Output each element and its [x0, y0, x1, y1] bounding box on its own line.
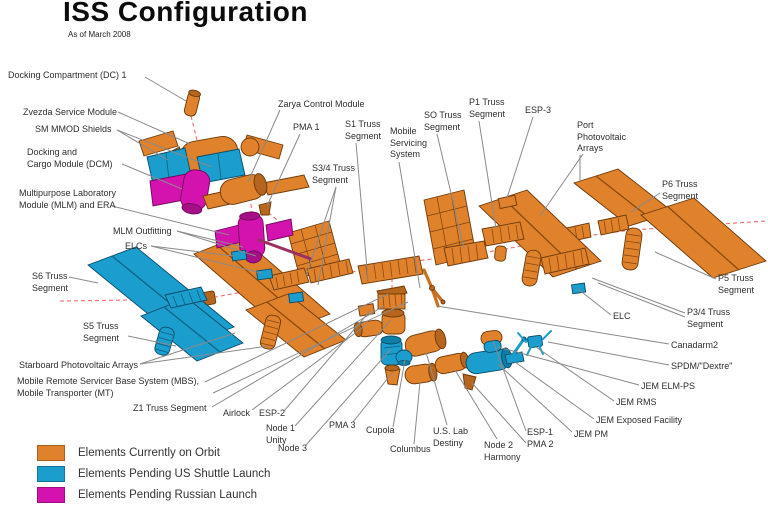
p34-truss-box — [540, 247, 590, 275]
leader-esp-2 — [283, 310, 371, 412]
leader-zarya-control-module — [247, 109, 281, 183]
leader-columbus — [413, 381, 421, 445]
leader-mlm-era — [111, 205, 230, 236]
airlock-module — [353, 319, 384, 338]
leader-node-1-unity — [294, 319, 392, 427]
starboard-radiator-column — [259, 314, 282, 350]
leader-p1-truss — [478, 120, 497, 230]
zarya-body — [219, 173, 268, 205]
node2-harmony-module — [434, 351, 470, 375]
dcm-module — [149, 169, 211, 215]
starboard-truss-box — [268, 267, 310, 291]
leader-starboard-pv-arrays — [139, 332, 236, 365]
leader-jem-rms — [535, 346, 615, 402]
leader-elcs-1 — [150, 245, 262, 274]
leader-airlock — [251, 324, 367, 411]
legend-swatch-on-orbit — [37, 445, 65, 461]
leader-mobile-servicing-system — [398, 161, 421, 289]
leader-us-lab-destiny — [425, 351, 448, 426]
legend-item-us-shuttle: Elements Pending US Shuttle Launch — [37, 466, 270, 482]
leader-lines — [68, 76, 717, 446]
s6-truss-box — [164, 286, 208, 309]
leader-s34-truss-1 — [317, 186, 337, 286]
jem-elm-ps-module — [483, 339, 502, 353]
leader-s34-truss — [305, 186, 337, 277]
pma3-cone — [384, 364, 401, 386]
legend-label-us-shuttle: Elements Pending US Shuttle Launch — [78, 468, 271, 480]
p1-truss-box — [481, 221, 525, 262]
leader-p6-truss — [630, 192, 661, 213]
leader-p34-truss — [591, 277, 686, 314]
leader-elcs — [150, 245, 235, 257]
elc-carriers — [231, 249, 587, 304]
p6-radiator-column — [621, 227, 643, 271]
era-arm — [257, 238, 313, 261]
leader-elc — [577, 288, 612, 316]
leader-docking-compartment-dc1 — [144, 76, 187, 102]
esp3-platform — [497, 194, 518, 210]
z1-truss-box — [376, 285, 408, 310]
leader-esp-1 — [492, 340, 527, 432]
leader-sm-mmod-shields — [116, 129, 169, 161]
spdm-dextre-robot — [517, 330, 552, 356]
jem-exposed-facility-platform — [504, 351, 525, 365]
leader-mbs-mt — [204, 293, 389, 383]
p6-truss-box — [597, 214, 630, 236]
leader-jem-pm — [497, 363, 573, 433]
leader-p34-truss-1 — [597, 282, 686, 318]
columbus-module — [404, 362, 438, 385]
node1-unity-module — [381, 308, 406, 335]
s0-truss-box — [443, 240, 489, 267]
leader-port-pv-arrays — [539, 153, 584, 217]
subtitle: As of March 2008 — [68, 30, 131, 39]
leader-z1-truss — [211, 305, 385, 408]
leader-starboard-pv-arrays-1 — [139, 345, 269, 365]
legend-item-on-orbit: Elements Currently on Orbit — [37, 445, 270, 461]
s34-truss-box — [306, 258, 354, 284]
dc1-module — [183, 89, 201, 117]
s5-truss-column — [154, 326, 175, 356]
destiny-lab-module — [404, 328, 447, 357]
leader-esp-3 — [506, 116, 534, 199]
esp2-platform — [357, 303, 376, 317]
legend: Elements Currently on Orbit Elements Pen… — [37, 445, 270, 508]
canadarm2-mss-crane — [422, 268, 446, 308]
leader-node-3 — [305, 348, 392, 446]
page-title: ISS Configuration — [63, 0, 308, 27]
leader-canadarm2 — [436, 305, 670, 345]
leader-so-truss — [436, 133, 465, 249]
leader-mlm-outfitting-1 — [176, 230, 257, 257]
leader-s5-truss — [127, 335, 177, 347]
leader-jem-elm-ps — [497, 346, 640, 386]
leader-s1-truss — [355, 142, 369, 281]
s1-truss-box — [357, 255, 424, 285]
pma1-cone — [258, 201, 272, 216]
leader-node-2-harmony — [454, 369, 498, 440]
leader-pma-2 — [471, 382, 527, 444]
p34-radiator-column — [521, 249, 542, 287]
leader-s6-truss — [68, 276, 99, 284]
leader-jem-exposed-facility — [514, 361, 595, 420]
leader-mlm-outfitting — [176, 230, 244, 248]
p6-port-array-lower — [640, 197, 767, 279]
leader-pma-1 — [266, 133, 301, 207]
legend-label-russian: Elements Pending Russian Launch — [78, 489, 258, 501]
leader-sm-mmod-shields-1 — [116, 129, 213, 168]
pma2-cone — [462, 373, 477, 391]
leader-pma-3 — [352, 372, 393, 423]
legend-label-on-orbit: Elements Currently on Orbit — [78, 447, 220, 459]
legend-swatch-us-shuttle — [37, 466, 65, 482]
leader-mbs-mt-1 — [212, 301, 409, 394]
leader-dcm — [121, 163, 183, 190]
leader-cupola — [392, 359, 406, 428]
leader-p5-truss — [654, 251, 717, 280]
legend-item-russian: Elements Pending Russian Launch — [37, 487, 270, 503]
leader-spdm-dextre — [547, 341, 670, 366]
legend-swatch-russian — [37, 487, 65, 503]
leader-zvezda-service-module — [117, 111, 191, 145]
